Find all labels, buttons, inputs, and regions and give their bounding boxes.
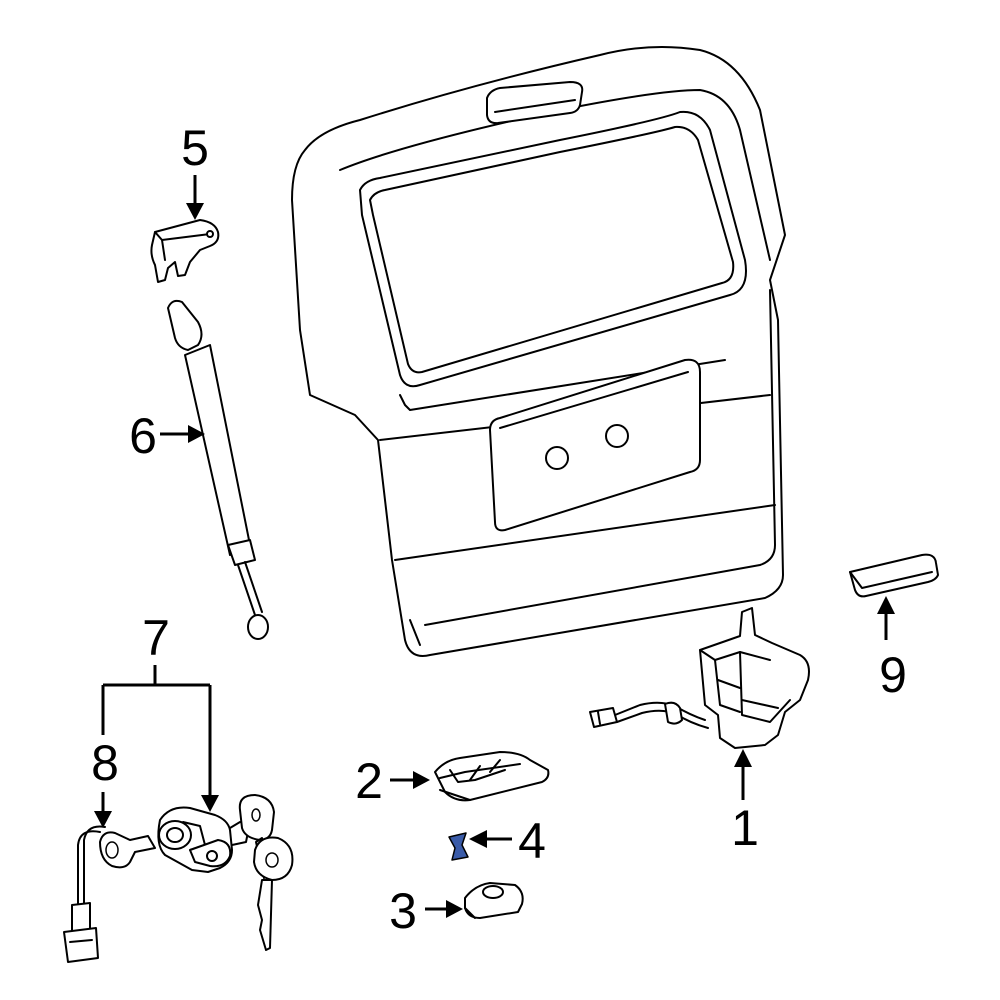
part-5-bracket [150, 219, 220, 283]
part-9-handle [849, 553, 939, 598]
part-2-lock-cover [434, 751, 550, 802]
part-7-lock-cylinder [157, 794, 294, 951]
callout-7: 7 [142, 610, 170, 666]
part-4-clip [448, 832, 469, 861]
callout-4: 4 [518, 813, 546, 869]
callout-3: 3 [389, 883, 417, 939]
part-8-switch [63, 825, 156, 963]
callout-1: 1 [731, 800, 759, 856]
callout-5: 5 [181, 120, 209, 176]
part-6-lift-strut [167, 299, 269, 640]
liftgate-panel [291, 45, 786, 657]
part-3-bumper [464, 882, 524, 919]
callout-8: 8 [91, 735, 119, 791]
callout-6: 6 [129, 408, 157, 464]
callout-leaders [94, 175, 895, 918]
callout-9: 9 [879, 647, 907, 703]
callout-2: 2 [355, 753, 383, 809]
part-1-lock-actuator [589, 607, 810, 749]
